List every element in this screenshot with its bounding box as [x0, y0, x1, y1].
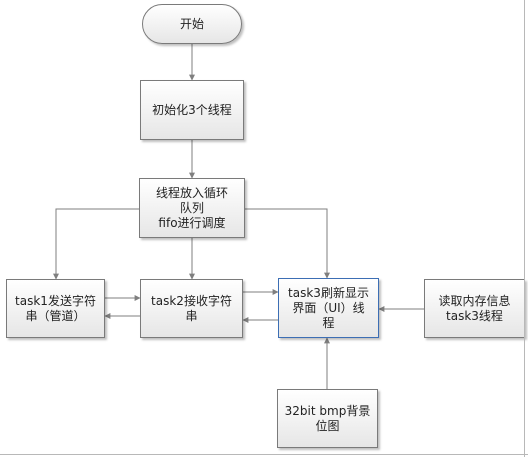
- task2-node: task2接收字符 串: [140, 279, 243, 338]
- read-memory-label: 读取内存信息 task3线程: [438, 293, 511, 323]
- edge-queue-to-task1: [53, 208, 139, 280]
- task2-label: task2接收字符 串: [151, 293, 232, 323]
- task3-label: task3刷新显示 界面（UI）线 程: [288, 285, 369, 330]
- queue-scheduling-node: 线程放入循环 队列 fifo进行调度: [139, 178, 245, 238]
- task3-node: task3刷新显示 界面（UI）线 程: [278, 278, 379, 338]
- start-node: 开始: [142, 4, 242, 44]
- start-node-label: 开始: [179, 16, 204, 31]
- frame-right-border: [524, 0, 525, 457]
- read-memory-node: 读取内存信息 task3线程: [424, 279, 525, 338]
- bmp-background-node: 32bit bmp背景 位图: [277, 389, 378, 448]
- init-threads-label: 初始化3个线程: [152, 102, 232, 117]
- task1-label: task1发送字符 串（管道）: [15, 293, 96, 323]
- edge-queue-to-task3: [245, 208, 330, 279]
- init-threads-node: 初始化3个线程: [140, 80, 244, 140]
- task1-node: task1发送字符 串（管道）: [6, 279, 105, 338]
- frame-bottom-border: [0, 454, 528, 455]
- queue-scheduling-label: 线程放入循环 队列 fifo进行调度: [155, 185, 228, 230]
- bmp-background-label: 32bit bmp背景 位图: [284, 403, 371, 433]
